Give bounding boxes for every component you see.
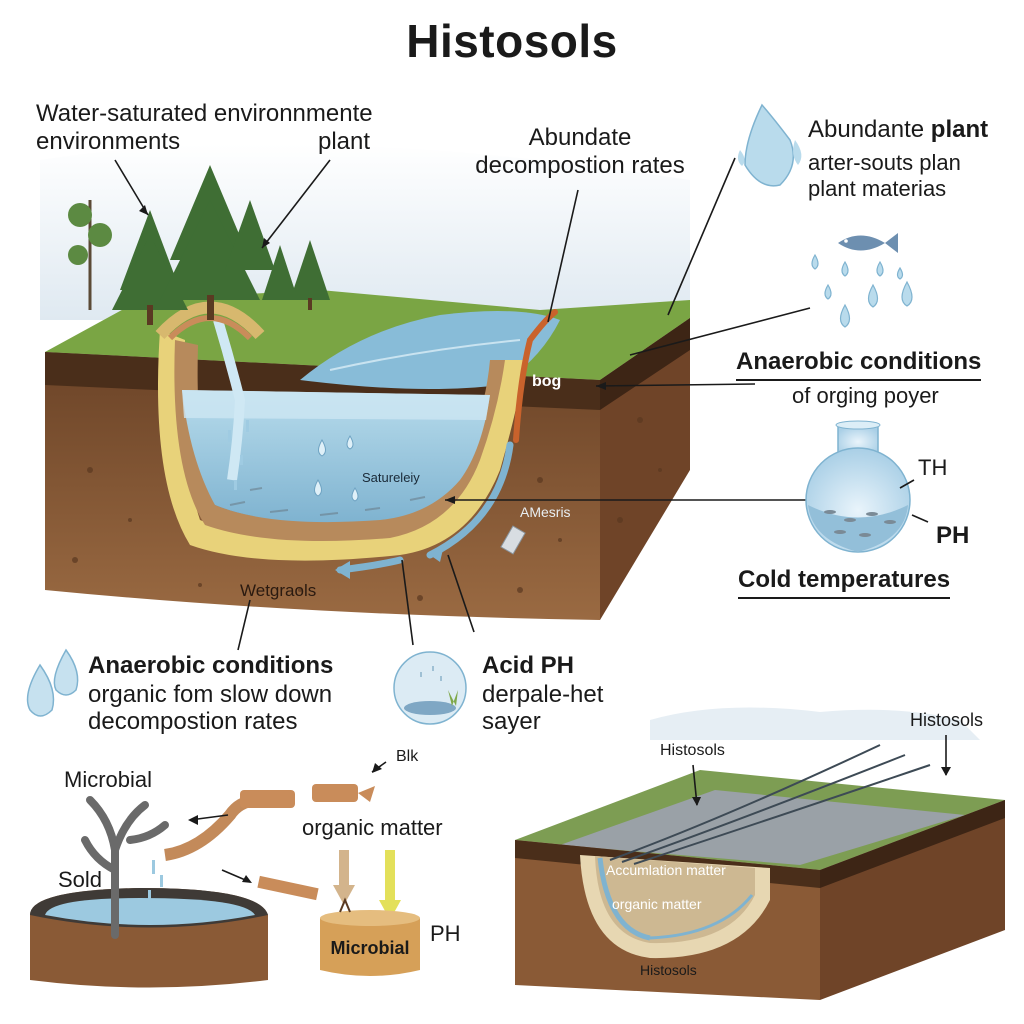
label-organic-matter-left: organic matter (302, 815, 443, 840)
label-histosols-bottom: Histosols (640, 962, 697, 978)
heading-anaerobic-conditions-left: Anaerobic conditions (88, 652, 334, 679)
leader-arrowheads (139, 205, 606, 504)
label-sold: Sold (58, 867, 103, 892)
label-decomposition-rates: decompostion rates (475, 152, 685, 179)
label-water-saturated: Water-saturated environnmente (36, 100, 373, 127)
label-derpale-het: derpale-het (482, 681, 604, 708)
label-abundant: Abundante (808, 116, 925, 143)
label-plant: plant (318, 128, 371, 155)
label-histosols-top-right: Histosols (910, 710, 984, 730)
label-flask-ph: PH (936, 522, 970, 549)
bottom-right-illustration (515, 707, 1005, 1000)
raindrops-icon (811, 253, 913, 328)
label-organic-fom: organic fom slow down (88, 681, 333, 708)
heading-anaerobic-conditions-right: Anaerobic conditions (736, 348, 982, 381)
water-splash-icon (737, 103, 802, 187)
flask-icon (805, 420, 929, 553)
heading-acid-ph: Acid PH (482, 652, 575, 679)
acid-bubble-icon (393, 651, 467, 725)
label-environments: environments (36, 128, 181, 155)
label-microbial-top: Microbial (64, 767, 153, 792)
bottom-left-illustration (30, 761, 420, 988)
flow-arrows (335, 309, 558, 579)
label-plant-bold: plant (930, 116, 989, 143)
label-amesris: AMesris (520, 504, 571, 520)
label-bog: bog (532, 373, 562, 390)
label-abundate: Abundate (528, 124, 632, 151)
label-of-orging-poyer: of orging poyer (792, 383, 939, 408)
label-ph-bottom: PH (430, 921, 461, 946)
label-histosols-top-left: Histosols (660, 742, 725, 759)
label-sayer: sayer (482, 708, 541, 735)
label-blk: Blk (396, 748, 419, 765)
label-saturated: Satureleiy (362, 470, 420, 485)
label-accumulation-matter: Accumlation matter (606, 862, 726, 878)
droplets-icon (26, 648, 79, 717)
trees (68, 165, 330, 325)
label-plant-materias: plant materias (808, 176, 947, 201)
label-decomposition-rates-left: decompostion rates (88, 708, 298, 735)
label-wetgraols: Wetgraols (240, 581, 317, 600)
label-microbial-box: Microbial (330, 938, 410, 958)
label-abundant-plant: Abundante plant (808, 116, 988, 144)
heading-cold-temperatures: Cold temperatures (738, 566, 951, 599)
fish-icon (838, 233, 898, 253)
label-arter-souts: arter-souts plan (808, 150, 961, 175)
bog-basin (155, 301, 525, 561)
label-organic-matter-right: organic matter (612, 896, 702, 912)
page-title: Histosols (406, 15, 618, 67)
leader-lines (114, 157, 811, 651)
label-flask-th: TH (918, 455, 948, 480)
